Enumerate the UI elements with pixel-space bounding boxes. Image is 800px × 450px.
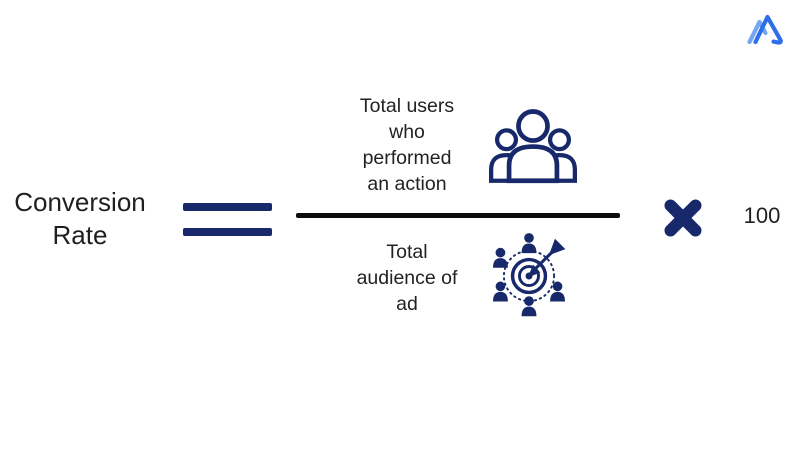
denominator-line-3: ad <box>396 293 418 315</box>
equals-sign <box>183 203 272 236</box>
equals-bar-top <box>183 203 272 211</box>
equals-bar-bottom <box>183 228 272 236</box>
denominator-label: Total audience of ad <box>296 239 518 317</box>
users-group-icon <box>486 103 580 185</box>
audience-target-icon <box>482 231 576 321</box>
multiplier-value: 100 <box>743 203 781 228</box>
numerator-label: Total users who performed an action <box>296 93 518 197</box>
numerator-line-2: who <box>389 121 425 143</box>
conversion-rate-label: Conversion Rate <box>0 186 160 252</box>
brand-logo <box>745 9 788 47</box>
numerator-line-3: performed <box>362 147 452 169</box>
result-line-2: Rate <box>52 220 108 250</box>
numerator-line-4: an action <box>367 173 447 195</box>
denominator-line-1: Total <box>386 241 428 263</box>
numerator-line-1: Total users <box>359 95 455 117</box>
arrow-icon <box>527 238 566 278</box>
fraction-bar <box>296 213 620 218</box>
mountain-logo-icon <box>747 14 783 45</box>
denominator-line-2: audience of <box>356 267 458 289</box>
multiply-icon <box>662 197 704 239</box>
result-line-1: Conversion <box>14 187 146 217</box>
